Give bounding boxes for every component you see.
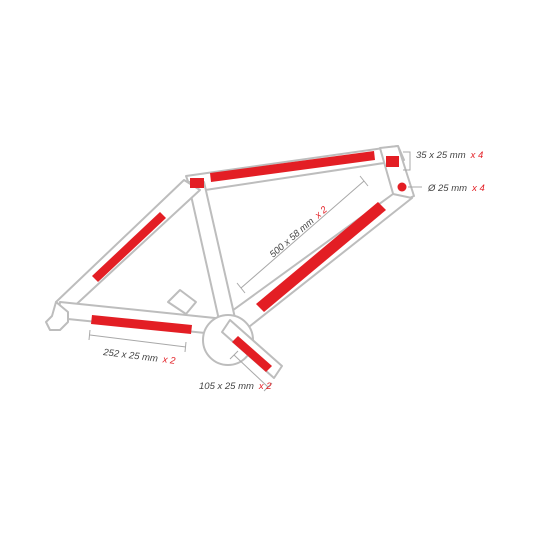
label-downtube-size: 500 x 58 mm [268, 216, 317, 260]
patch-seat-stay [92, 212, 166, 282]
guide-downtube-tick-left [236, 282, 246, 294]
label-chainstay-size: 252 x 25 mm [102, 347, 159, 365]
label-circle-size: Ø 25 mm [427, 183, 467, 194]
brake-bridge [167, 289, 197, 315]
guide-downtube [240, 180, 365, 289]
patch-chain-stay [91, 315, 192, 334]
guide-downtube-tick-right [359, 175, 369, 187]
seat-tube [187, 181, 236, 321]
guide-chainstay-tick-left [88, 329, 91, 341]
patch-crank [232, 336, 272, 372]
guide-crank-tick-right [263, 382, 273, 392]
label-downtube-count: x 2 [312, 204, 330, 222]
guide-square-bracket [403, 151, 411, 171]
patch-top-tube [210, 151, 375, 182]
patch-head-circle [397, 182, 407, 192]
label-circle-count: x 4 [471, 183, 485, 194]
label-crank-count: x 2 [258, 381, 272, 392]
patch-head-square [386, 156, 399, 167]
label-crank-size: 105 x 25 mm [199, 381, 254, 392]
patch-top-left [190, 178, 204, 188]
label-chainstay-count: x 2 [161, 354, 177, 367]
label-circle: Ø 25 mm x 4 [427, 183, 485, 194]
guide-chainstay [89, 334, 187, 348]
guide-crank [233, 354, 269, 388]
dimension-guides [88, 151, 422, 392]
patch-down-tube [256, 202, 386, 312]
label-crank: 105 x 25 mm x 2 [199, 381, 272, 392]
label-square-count: x 4 [470, 150, 484, 161]
guide-crank-tick-left [229, 350, 239, 360]
protection-patches [91, 151, 407, 372]
bike-frame-outline [45, 145, 415, 379]
rear-dropout [45, 301, 69, 331]
guide-chainstay-tick-right [184, 341, 187, 353]
label-square-size: 35 x 25 mm [416, 150, 466, 161]
label-square: 35 x 25 mm x 4 [416, 150, 483, 161]
